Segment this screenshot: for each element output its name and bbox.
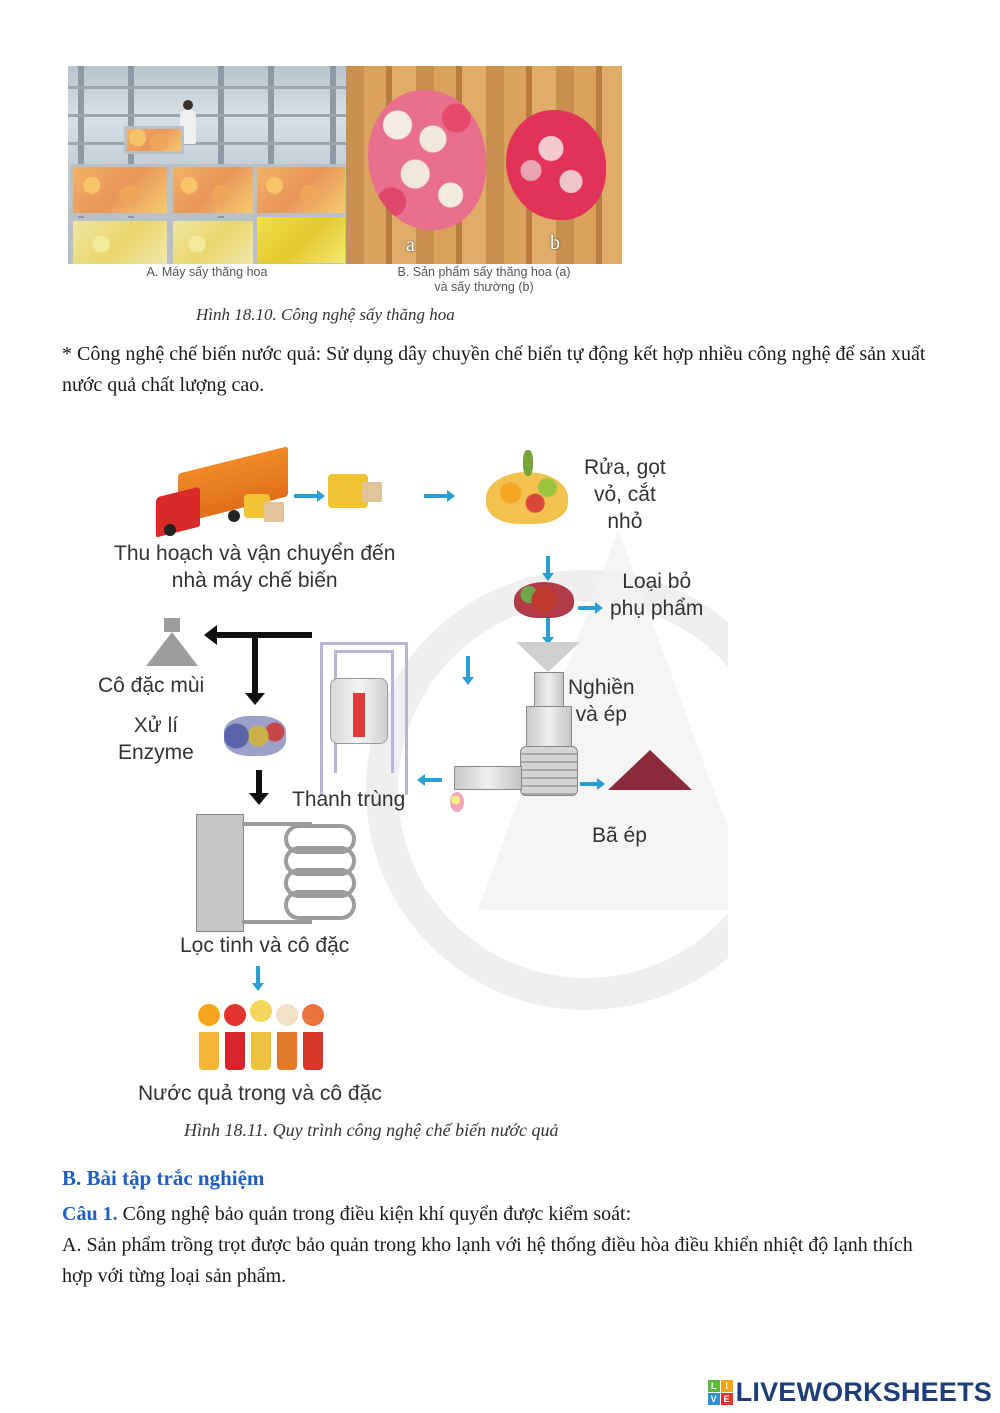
arrow-left-icon <box>204 625 312 645</box>
pile-a-label: a <box>406 234 415 256</box>
filter-plate-icon <box>196 814 244 932</box>
fruit-pile-icon <box>486 472 568 524</box>
arrow-right-icon <box>294 490 325 502</box>
panel-a-caption: A. Máy sấy thăng hoa <box>146 265 268 279</box>
flask-icon <box>146 618 198 666</box>
arrow-down-icon <box>252 966 264 991</box>
figure-18-10-images: a b <box>68 66 622 264</box>
regular-dried-pile <box>506 110 606 220</box>
pasteurizer-tank-icon <box>330 678 388 744</box>
step-product-label: Nước quả trong và cô đặc <box>138 1082 382 1105</box>
freeze-dried-products-photo: a b <box>346 66 622 264</box>
step-aroma-label: Cô đặc mùi <box>98 674 205 697</box>
panel-b-caption: B. Sản phẩm sấy thăng hoa (a) và sấy thư… <box>397 265 571 294</box>
step-wash-label: Rửa, gọt vỏ, cắt nhỏ <box>584 456 666 533</box>
arrow-down-icon <box>249 770 269 805</box>
step-grind-label: Nghiền và ép <box>568 676 635 726</box>
juice-technology-paragraph: * Công nghệ chế biến nước quả: Sử dụng d… <box>62 343 926 396</box>
logo-text: LIVEWORKSHEETS <box>735 1377 992 1407</box>
logo-blocks-icon: L I V E <box>707 1380 733 1405</box>
juice-process-diagram: Thu hoạch và vận chuyển đến nhà máy chế … <box>98 420 728 1120</box>
coil-icon <box>284 824 356 854</box>
arrow-right-icon <box>424 490 455 502</box>
arrow-down-icon <box>462 656 474 685</box>
step-harvest-label: Thu hoạch và vận chuyển đến nhà máy chế … <box>114 542 396 592</box>
enzyme-molecule-icon <box>224 716 286 756</box>
pasteurizer-frame <box>320 642 408 795</box>
freeze-dryer-photo <box>68 66 346 264</box>
press-outlet-pipe <box>454 766 522 790</box>
step-pasteurize-label: Thanh trùng <box>292 788 406 811</box>
forklift-icon <box>244 494 284 522</box>
step-remove-label: Loại bỏ phụ phẩm <box>610 570 704 620</box>
step-enzyme-label: Xử lí Enzyme <box>118 714 194 764</box>
section-b-title: B. Bài tập trắc nghiệm <box>62 1166 265 1190</box>
arrow-right-icon <box>580 778 605 790</box>
arrow-left-icon <box>417 774 442 786</box>
liveworksheets-logo: L I V E LIVEWORKSHEETS <box>707 1377 992 1408</box>
byproduct-pile-icon <box>514 582 574 618</box>
grinder-funnel-icon <box>516 642 580 672</box>
question-1-prompt: Công nghệ bảo quản trong điều kiện khí q… <box>122 1203 632 1225</box>
juice-drop-icon <box>450 792 464 812</box>
step-filter-label: Lọc tinh và cô đặc <box>180 934 350 957</box>
arrow-down-icon <box>542 556 554 581</box>
figure-18-11-title: Hình 18.11. Quy trình công nghệ chế biến… <box>184 1120 559 1140</box>
question-1: Câu 1. Công nghệ bảo quản trong điều kiệ… <box>62 1199 942 1292</box>
forklift-icon <box>328 474 382 508</box>
pile-b-label: b <box>550 232 560 254</box>
freeze-dried-pile <box>368 90 486 230</box>
pomace-pile-icon <box>608 750 692 790</box>
grinder-icon <box>534 672 564 708</box>
figure-18-10-title: Hình 18.10. Công nghệ sấy thăng hoa <box>196 305 455 324</box>
arrow-down-icon <box>245 632 265 705</box>
step-pomace-label: Bã ép <box>592 824 647 847</box>
question-1-label: Câu 1. <box>62 1203 118 1225</box>
figure-18-10-captions: A. Máy sấy thăng hoa B. Sản phẩm sấy thă… <box>68 265 622 295</box>
question-1-option-a[interactable]: A. Sản phẩm trồng trọt được bảo quản tro… <box>62 1234 913 1287</box>
arrow-right-icon <box>578 602 603 614</box>
arrow-down-icon <box>542 618 554 645</box>
pineapple-icon <box>523 450 533 476</box>
